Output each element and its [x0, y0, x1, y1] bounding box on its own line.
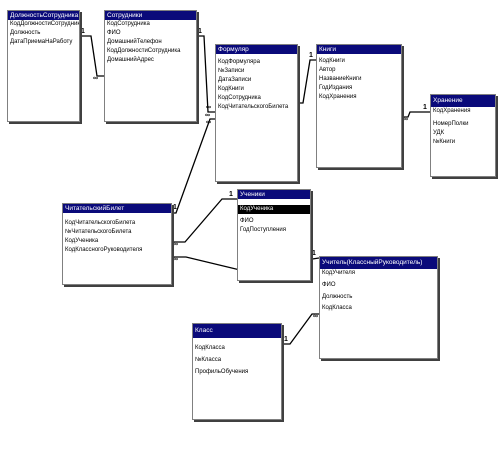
table-title: Учитель(КлассныйРуководитель) [320, 257, 437, 269]
field-row: КодХранения [433, 108, 471, 114]
table-title: Сотрудники [105, 11, 196, 20]
card-one: 1 [309, 52, 313, 59]
table-title: Класс [193, 324, 281, 338]
table-title: Хранение [431, 95, 495, 107]
field-row: КодХранения [319, 94, 357, 100]
table-uchitel[interactable]: Учитель(КлассныйРуководитель) КодУчителя… [319, 256, 438, 359]
rel-klass-uchitel [282, 313, 321, 345]
field-row-selected: КодУченика [238, 205, 310, 214]
rel-ucheniki-chitbilet [172, 198, 237, 243]
table-title: ЧитательскийБилет [63, 204, 171, 213]
rel-hranenie-knigi [402, 111, 430, 118]
field-row: НомерПолки [433, 121, 469, 127]
field-row: ГодИздания [319, 85, 353, 91]
field-row: №Книги [433, 139, 456, 145]
table-sotrudniki[interactable]: Сотрудники КодСотрудника ФИО ДомашнийТел… [104, 10, 197, 122]
field-row: №Класса [195, 357, 222, 363]
field-row: №ЧитательскогоБилета [65, 229, 132, 235]
card-one: 1 [284, 336, 288, 343]
field-row: ФИО [107, 30, 121, 36]
field-row: НазваниеКниги [319, 76, 362, 82]
card-many: ∞ [173, 256, 178, 263]
field-row: ПрофильОбучения [195, 369, 249, 375]
field-row: ДомашнийАдрес [107, 57, 154, 63]
card-one: 1 [423, 104, 427, 111]
card-one: 1 [312, 250, 316, 257]
field-row: ФИО [322, 282, 336, 288]
field-row: КодУчителя [322, 270, 356, 276]
card-many: ∞ [205, 112, 210, 119]
card-many: ∞ [206, 104, 211, 111]
table-klass[interactable]: Класс КодКласса №Класса ПрофильОбучения [192, 323, 282, 420]
field-row: Должность [322, 294, 353, 300]
table-ucheniki[interactable]: Ученики КодУченика ФИО ГодПоступления [237, 189, 311, 281]
table-chitatelskiy-bilet[interactable]: ЧитательскийБилет КодЧитательскогоБилета… [62, 203, 172, 285]
card-one: 1 [173, 204, 177, 211]
rel-dolzhnost-sotrudniki [80, 35, 104, 77]
field-row: Автор [319, 67, 336, 73]
field-row: №Записи [218, 68, 245, 74]
table-formulyar[interactable]: Формуляр КодФормуляра №Записи ДатаЗаписи… [215, 44, 298, 182]
rel-chitbilet-formulyar [172, 118, 215, 214]
card-many: ∞ [93, 75, 98, 82]
card-many: ∞ [173, 241, 178, 248]
field-row: КодКласса [195, 345, 225, 351]
field-row: ФИО [240, 218, 254, 224]
table-knigi[interactable]: Книги КодКниги Автор НазваниеКниги ГодИз… [316, 44, 402, 168]
table-title: ДолжностьСотрудника [8, 11, 79, 20]
card-many: ∞ [403, 116, 408, 123]
card-one: 1 [198, 28, 202, 35]
field-row: ГодПоступления [240, 227, 287, 233]
field-row: КодСотрудника [107, 21, 150, 27]
table-dolzhnost-sotrudnika[interactable]: ДолжностьСотрудника КодДолжностиСотрудни… [7, 10, 80, 122]
table-title: Книги [317, 45, 401, 54]
rel-knigi-formulyar [298, 59, 316, 104]
card-one: 1 [229, 191, 233, 198]
table-hranenie[interactable]: Хранение КодХранения НомерПолки УДК №Кни… [430, 94, 496, 177]
card-many: ∞ [313, 313, 318, 320]
field-row: ДатаПриемаНаРаботу [10, 39, 73, 45]
card-many: ∞ [206, 119, 211, 126]
table-title: Ученики [238, 190, 310, 199]
field-row: КодКниги [319, 58, 345, 64]
table-title: Формуляр [216, 45, 297, 54]
field-row: КодКлассногоРуководителя [65, 247, 143, 253]
field-row: КодСотрудника [218, 95, 261, 101]
field-row: ДомашнийТелефон [107, 39, 162, 45]
field-row: КодКниги [218, 86, 244, 92]
rel-sotrudniki-formulyar [197, 35, 215, 113]
field-row: КодУченика [65, 238, 99, 244]
field-row: КодКласса [322, 305, 352, 311]
card-one: 1 [81, 28, 85, 35]
field-row: КодЧитательскогоБилета [65, 220, 136, 226]
field-row: КодДолжностиСотрудника [107, 48, 181, 54]
field-row: КодФормуляра [218, 59, 260, 65]
field-row: УДК [433, 130, 445, 136]
field-row: ДатаЗаписи [218, 77, 252, 83]
field-row: Должность [10, 30, 41, 36]
field-row: КодДолжностиСотрудника [10, 21, 79, 27]
field-row: КодЧитательскогоБилета [218, 104, 289, 110]
